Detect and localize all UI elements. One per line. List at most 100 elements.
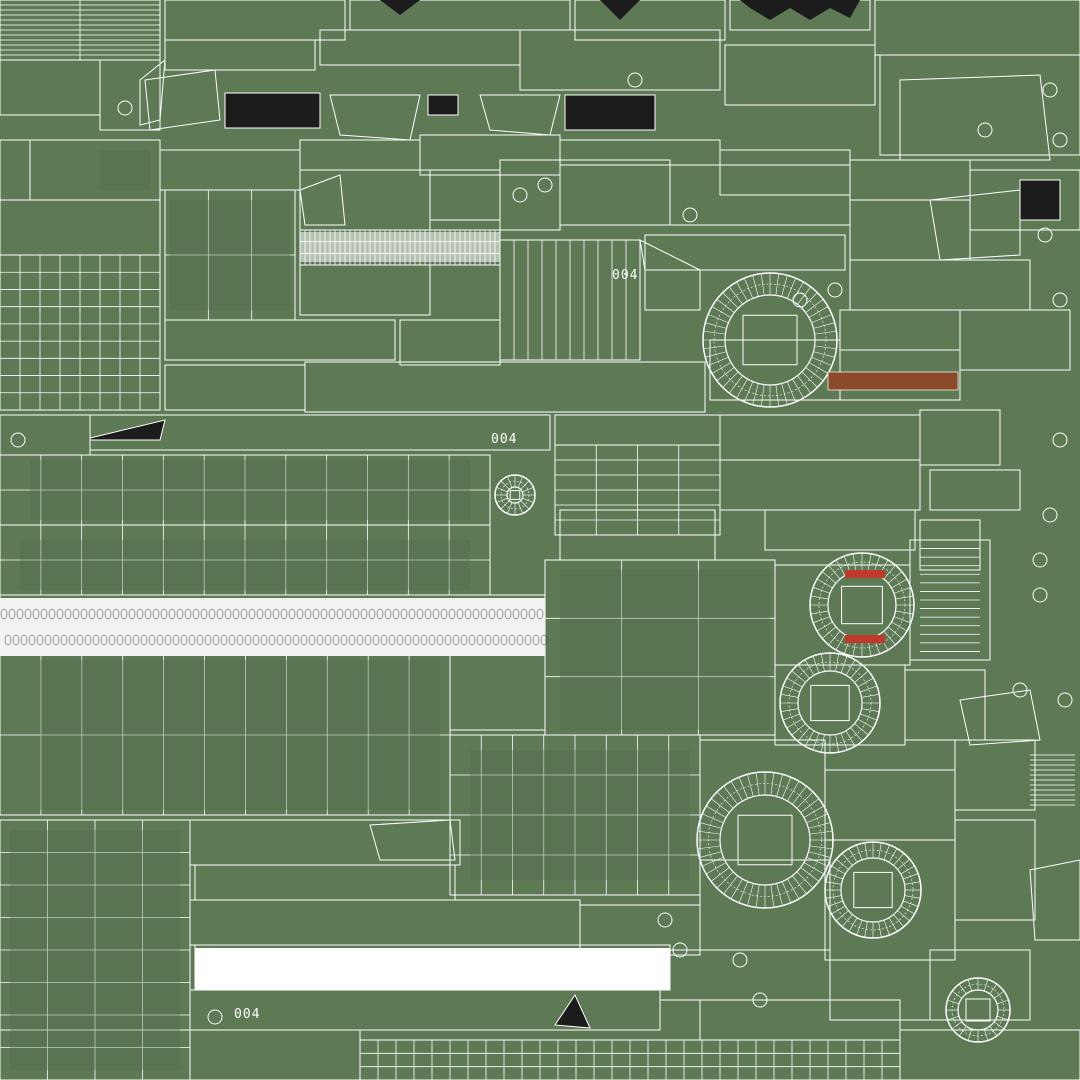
tread-link-bottom-20	[164, 634, 172, 646]
tread-link-bottom-11	[92, 634, 100, 646]
tread-link-top-7	[56, 608, 64, 620]
turret-ring-lower-spoke-3	[806, 856, 828, 867]
turret-ring-lower-spoke-38	[776, 774, 783, 797]
tread-link-top-25	[200, 608, 208, 620]
turret-ring-upper-spoke-17	[728, 375, 743, 394]
turret-ring-lower-spoke-46	[808, 822, 831, 829]
tread-link-bottom-67	[540, 634, 548, 646]
tread-band-fill	[0, 598, 545, 656]
uv-island-60	[909, 539, 991, 661]
tread-link-bottom-55	[444, 634, 452, 646]
hatch-ring-bottom-spoke-5	[893, 914, 905, 927]
small-wheel-hub	[494, 474, 536, 516]
tread-link-top-8	[64, 608, 72, 620]
turret-ring-upper-spoke-23	[703, 345, 726, 350]
small-ring-bottom-right-spoke-13	[958, 983, 967, 994]
hatch-ring-right-lower-spoke-26	[821, 653, 825, 672]
tread-link-bottom-8	[68, 634, 76, 646]
hatch-ring-right-lower	[779, 652, 881, 754]
tread-link-top-53	[424, 608, 432, 620]
tread-link-top-46	[368, 608, 376, 620]
uv-island-11	[724, 44, 876, 106]
tread-link-bottom-28	[228, 634, 236, 646]
uv-island-10	[519, 29, 721, 91]
turret-ring-upper-spoke-11	[775, 384, 780, 407]
uv-island-4	[729, 0, 871, 31]
tread-link-bottom-57	[460, 634, 468, 646]
grid-hull-side	[0, 455, 490, 525]
turret-ring-upper-spoke-32	[736, 281, 748, 302]
hatch-ring-right-lower-spoke-8	[835, 734, 839, 753]
turret-ring-upper-spoke-6	[801, 371, 818, 388]
uv-wedge-0	[139, 58, 166, 126]
bolt-circle-17	[537, 177, 553, 193]
turret-ring-lower-spoke-5	[800, 867, 820, 882]
tread-link-top-52	[416, 608, 424, 620]
uv-wedge-3	[479, 94, 561, 136]
tread-link-top-3	[24, 608, 32, 620]
tread-link-top-34	[272, 608, 280, 620]
tread-link-top-65	[520, 608, 528, 620]
hatch-ring-right-lower-spoke-22	[791, 670, 806, 683]
hatch-ring-right-lower-spoke-4	[854, 723, 869, 736]
tread-link-bottom-27	[220, 634, 228, 646]
small-wheel-hub-spoke-9	[496, 487, 508, 493]
hatch-ring-bottom-spoke-33	[900, 865, 915, 875]
tread-link-top-14	[112, 608, 120, 620]
tread-link-bottom-60	[484, 634, 492, 646]
tread-link-top-18	[144, 608, 152, 620]
uv-island-85	[899, 1029, 1080, 1080]
uv-wedge-4	[299, 174, 346, 226]
turret-ring-lower-spoke-13	[755, 884, 760, 908]
uv-island-78	[929, 949, 1031, 1021]
turret-ring-upper-spoke-15	[744, 381, 754, 403]
turret-ring-upper-spoke-41	[797, 286, 812, 305]
grid-deck-slats	[555, 445, 720, 535]
tread-link-bottom-25	[204, 634, 212, 646]
hatch-ring-right-lower-spoke-32	[854, 670, 869, 683]
turret-ring-lower-spoke-4	[803, 862, 825, 875]
hatch-ring-right-upper-spoke-24	[835, 559, 846, 576]
hatch-ring-right-upper-spoke-12	[835, 634, 846, 651]
turret-ring-lower-spoke-39	[781, 777, 792, 799]
tread-link-top-4	[32, 608, 40, 620]
tread-link-top-41	[328, 608, 336, 620]
tread-link-top-22	[176, 608, 184, 620]
tread-link-top-27	[216, 608, 224, 620]
tread-link-bottom-15	[124, 634, 132, 646]
small-wheel-hub-core	[509, 490, 521, 500]
tread-link-top-16	[128, 608, 136, 620]
grid-hull-side-2	[0, 525, 490, 595]
tread-link-top-10	[80, 608, 88, 620]
hatch-ring-right-upper-spoke-15	[816, 621, 833, 632]
uv-island-7	[99, 59, 161, 131]
tread-link-top-51	[408, 608, 416, 620]
tread-link-top-2	[16, 608, 24, 620]
hatch-ring-right-lower-spoke-25	[812, 655, 820, 674]
tread-link-bottom-59	[476, 634, 484, 646]
tread-link-top-37	[296, 608, 304, 620]
turret-ring-upper-spoke-44	[808, 306, 829, 318]
small-ring-bottom-right-spoke-1	[996, 1015, 1009, 1021]
turret-ring-upper-spoke-21	[707, 356, 729, 366]
turret-ring-lower-spoke-22	[699, 851, 722, 858]
tread-link-bottom-13	[108, 634, 116, 646]
hatch-ring-bottom-spoke-12	[848, 917, 858, 932]
hatch-ring-bottom-spoke-14	[836, 910, 849, 922]
white-strip-upper	[300, 232, 500, 262]
tread-link-top-32	[256, 608, 264, 620]
tread-link-bottom-62	[500, 634, 508, 646]
tread-link-bottom-33	[268, 634, 276, 646]
tread-link-top-26	[208, 608, 216, 620]
hull-number-marking-middle: 004	[491, 432, 518, 447]
small-ring-bottom-right-spoke-4	[983, 1028, 989, 1041]
small-wheel-hub-spoke-10	[500, 480, 510, 490]
turret-ring-lower-spoke-37	[770, 772, 775, 796]
tread-link-bottom-7	[60, 634, 68, 646]
turret-ring-upper-spoke-18	[722, 371, 739, 388]
turret-ring-upper-spoke-8	[792, 378, 804, 399]
tread-link-bottom-2	[20, 634, 28, 646]
turret-ring-lower-spoke-44	[803, 805, 825, 818]
dark-wedge-lower	[554, 993, 591, 1029]
tread-link-top-28	[224, 608, 232, 620]
